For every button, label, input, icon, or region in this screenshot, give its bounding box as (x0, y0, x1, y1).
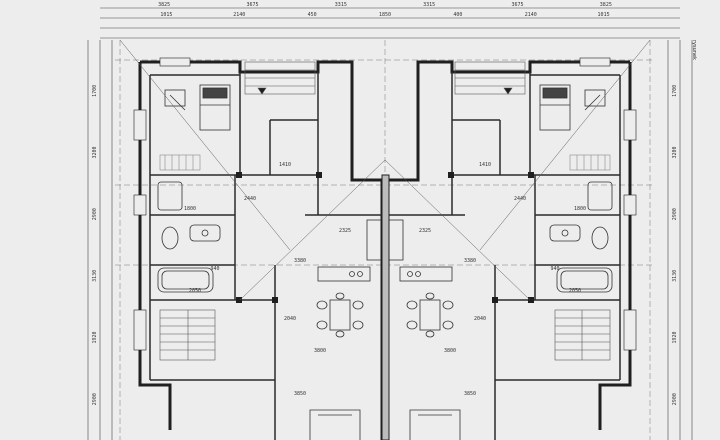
top-dimension-label: 3315 (423, 2, 435, 8)
bathroom-fixtures (549, 181, 613, 250)
right-dimension-labels: 1700 3200 2900 3130 1920 2900 (672, 85, 678, 405)
window-marks (133, 57, 191, 351)
left-dimension-label: 2900 (92, 208, 98, 220)
wardrobe (569, 154, 611, 171)
top-subdimension-label: 1015 (160, 12, 172, 18)
stair-run (554, 309, 611, 361)
top-dimension-label: 3675 (246, 2, 258, 8)
top-subdimension-labels: 1015 2140 450 1850 400 2140 1015 (160, 12, 609, 18)
sofa (409, 409, 461, 440)
room-dimension-labels-right: 1410 2440 3380 2325 3800 2050 1800 940 3850 2040 (419, 162, 586, 397)
structural-columns (448, 172, 534, 303)
bathroom-fixtures (157, 181, 221, 250)
structural-columns (236, 172, 322, 303)
room-dimension-label: 3380 (464, 258, 476, 264)
stair-run (159, 309, 216, 361)
left-dimension-label: 3130 (92, 270, 98, 282)
wardrobe (159, 154, 201, 171)
left-dimension-label: 2900 (92, 393, 98, 405)
right-dimension-label: 2900 (672, 208, 678, 220)
bed (199, 84, 231, 131)
room-dimension-label: 2050 (189, 288, 201, 294)
room-dimension-label: 2440 (514, 196, 526, 202)
room-dimension-label: 1800 (184, 206, 196, 212)
room-dimension-label: 3850 (294, 391, 306, 397)
stair-block (454, 61, 526, 95)
left-dimension-label: 1700 (92, 85, 98, 97)
bathtub (157, 267, 214, 293)
bed (539, 84, 571, 131)
diagonal-lines (384, 39, 651, 301)
room-dimension-label: 3850 (464, 391, 476, 397)
room-dimension-label: 940 (210, 266, 219, 272)
room-dimension-label: 3800 (444, 348, 456, 354)
room-dimension-label: 2040 (474, 316, 486, 322)
top-dimension-label: 3825 (158, 2, 170, 8)
sofa (309, 409, 361, 440)
top-dimension-label: 3675 (511, 2, 523, 8)
stair-block (244, 61, 316, 95)
window-marks (579, 57, 637, 351)
right-dimension-label: 2900 (672, 393, 678, 405)
top-dimension-label: 3315 (335, 2, 347, 8)
bathtub (556, 267, 613, 293)
right-dimension-label: 1920 (672, 331, 678, 343)
diagonal-lines (119, 39, 386, 301)
top-subdimension-label: 400 (453, 12, 462, 18)
dining-table (316, 292, 364, 338)
left-dimension-lines (87, 40, 113, 440)
room-dimension-label: 3800 (314, 348, 326, 354)
left-dimension-label: 1920 (92, 331, 98, 343)
right-dimension-label: 1700 (672, 85, 678, 97)
room-dimension-label: 2325 (339, 228, 351, 234)
top-subdimension-label: 2140 (233, 12, 245, 18)
room-dimension-label: 1800 (574, 206, 586, 212)
top-subdimension-label: 2140 (525, 12, 537, 18)
right-dimension-lines (667, 40, 693, 440)
room-dimension-label: 1410 (479, 162, 491, 168)
interior-walls (388, 72, 621, 440)
top-dimension-labels: 3825 3675 3315 3315 3675 3825 (158, 2, 612, 8)
top-dimension-lines (100, 7, 680, 39)
interior-walls (149, 72, 382, 440)
party-wall (381, 174, 390, 440)
right-dimension-label: 3200 (672, 146, 678, 158)
left-dwelling-unit: 1410 2440 3380 2325 3800 2050 1800 940 3850 2040 (119, 39, 386, 440)
top-dimension-label: 3825 (600, 2, 612, 8)
room-dimension-label: 2040 (284, 316, 296, 322)
room-dimension-label: 2325 (419, 228, 431, 234)
left-dimension-labels: 1700 3200 2900 3130 1920 2900 (92, 85, 98, 405)
top-subdimension-label: 450 (308, 12, 317, 18)
room-dimension-label: 2050 (569, 288, 581, 294)
left-dimension-label: 3200 (92, 146, 98, 158)
room-dimension-labels: 1410 2440 3380 2325 3800 2050 1800 940 3850 2040 (184, 162, 351, 397)
room-dimension-label: 3380 (294, 258, 306, 264)
top-subdimension-label: 1850 (379, 12, 391, 18)
room-dimension-label: 940 (550, 266, 559, 272)
right-dimension-label: 3130 (672, 270, 678, 282)
desk-chair (164, 89, 186, 111)
room-dimension-label: 2440 (244, 196, 256, 202)
top-subdimension-label: 1015 (598, 12, 610, 18)
dining-table (406, 292, 454, 338)
room-dimension-label: 1410 (279, 162, 291, 168)
desk-chair (584, 89, 606, 111)
side-note: rysunek (691, 40, 697, 60)
